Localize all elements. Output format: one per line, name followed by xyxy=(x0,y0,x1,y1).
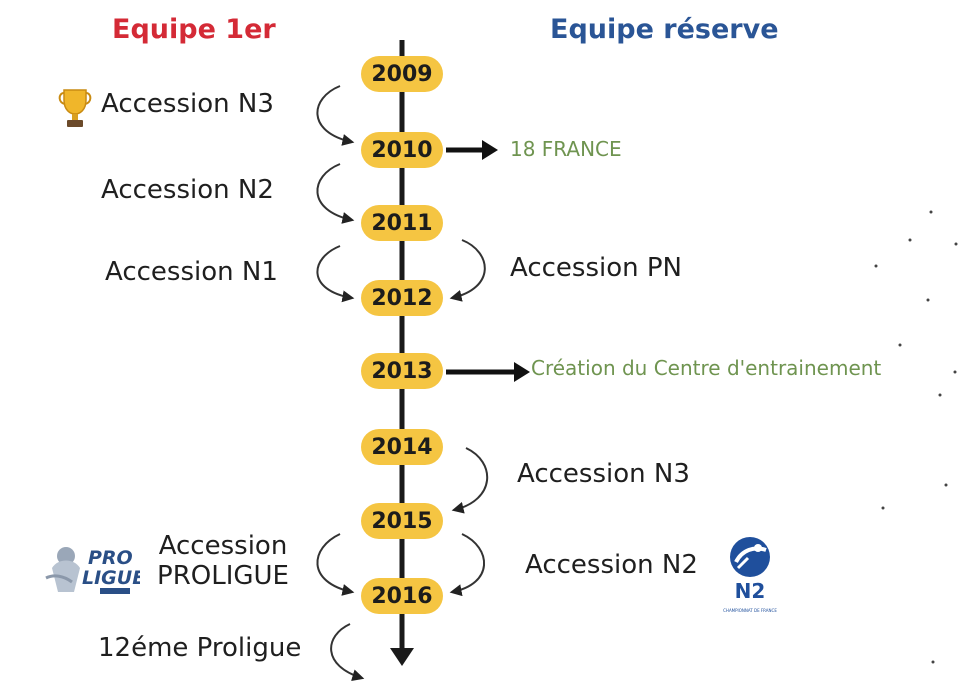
year-pill-2016: 2016 xyxy=(361,578,443,614)
year-pill-2009: 2009 xyxy=(361,56,443,92)
event-left-12eme-proligue: 12éme Proligue xyxy=(98,633,302,663)
header-equipe-reserve: Equipe réserve xyxy=(550,14,779,45)
curved-arrow-left-2015-2016 xyxy=(316,533,355,596)
year-pill-2010: 2010 xyxy=(361,132,443,168)
arrow-to-centre xyxy=(446,362,530,382)
proligue-logo-bottom: LIGUE xyxy=(82,567,140,589)
event-left-accession-proligue-line2: PROLIGUE xyxy=(157,560,289,591)
header-equipe-1er: Equipe 1er xyxy=(112,14,276,45)
event-left-accession-n1: Accession N1 xyxy=(105,257,278,287)
event-right-accession-n3: Accession N3 xyxy=(517,459,690,489)
proligue-logo: PRO LIGUE xyxy=(44,538,145,600)
event-right-accession-n2: Accession N2 xyxy=(525,550,698,580)
event-right-accession-pn: Accession PN xyxy=(510,253,683,283)
event-left-accession-proligue-line1: Accession xyxy=(158,531,288,561)
n2-logo: N2 CHAMPIONNAT DE FRANCE xyxy=(722,536,778,624)
curved-arrow-left-2010-2011 xyxy=(316,163,355,224)
event-left-accession-n2: Accession N2 xyxy=(101,175,274,205)
event-left-accession-proligue: Accession PROLIGUE xyxy=(148,531,298,592)
n2-logo-small: CHAMPIONNAT DE FRANCE xyxy=(723,608,777,613)
note-creation-centre: Création du Centre d'entrainement xyxy=(531,356,882,380)
arrow-to-18-france xyxy=(446,140,498,160)
event-left-accession-n3: Accession N3 xyxy=(101,89,274,119)
decorative-dots xyxy=(874,210,958,664)
year-pill-2014: 2014 xyxy=(361,429,443,465)
year-pill-2013: 2013 xyxy=(361,353,443,389)
year-pill-2015: 2015 xyxy=(361,503,443,539)
curved-arrow-right-2014-2015 xyxy=(451,447,489,514)
trophy-icon xyxy=(56,86,94,130)
curved-arrow-left-2016-end xyxy=(330,623,365,681)
year-pill-2011: 2011 xyxy=(361,205,443,241)
curved-arrow-left-2011-2012 xyxy=(316,245,355,303)
curved-arrow-left-2009-2010 xyxy=(316,85,355,146)
note-18-france: 18 FRANCE xyxy=(510,137,622,161)
n2-logo-text: N2 xyxy=(735,579,766,603)
curved-arrow-right-2011-2012 xyxy=(449,239,486,302)
proligue-logo-top: PRO xyxy=(88,547,133,569)
curved-arrow-right-2015-2016 xyxy=(449,533,486,597)
timeline-axis-arrowhead xyxy=(390,648,414,666)
year-pill-2012: 2012 xyxy=(361,280,443,316)
